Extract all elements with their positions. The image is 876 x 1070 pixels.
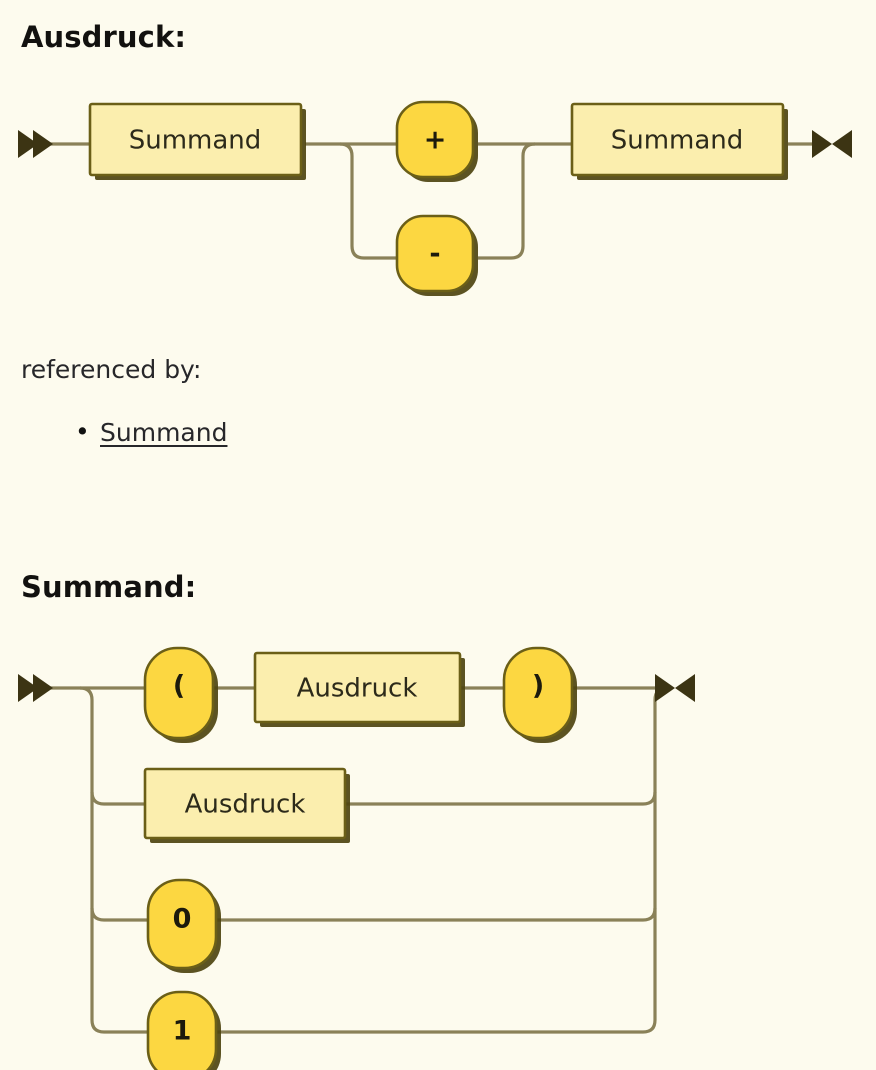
rail-left-tap-row2	[90, 791, 145, 806]
nonterminal-ausdruck-alternative[interactable]: Ausdruck	[143, 767, 350, 843]
railroad-diagram-ausdruck: Summand + - Summand	[18, 100, 852, 296]
terminal-minus[interactable]: -	[395, 214, 478, 296]
nonterminal-label: Summand	[129, 126, 262, 156]
terminal-label: -	[429, 239, 440, 270]
nonterminal-summand-left[interactable]: Summand	[88, 102, 306, 180]
terminal-lparen[interactable]: (	[143, 646, 218, 743]
end-marker-icon	[812, 130, 852, 158]
rail-left-tap-row3	[90, 907, 148, 922]
terminal-rparen[interactable]: )	[502, 646, 577, 743]
referenced-by-label: referenced by:	[21, 355, 202, 384]
terminal-label: 1	[173, 1016, 192, 1047]
rail-left-spine	[79, 686, 148, 1034]
rail-branch-down-left	[339, 142, 397, 260]
nonterminal-summand-right[interactable]: Summand	[570, 102, 788, 180]
nonterminal-label: Ausdruck	[185, 790, 306, 820]
rail-branch-down-right	[478, 142, 536, 260]
terminal-one[interactable]: 1	[146, 990, 221, 1070]
terminal-label: (	[173, 671, 185, 702]
terminal-plus[interactable]: +	[395, 100, 478, 182]
referenced-by-link-summand[interactable]: Summand	[100, 418, 228, 447]
nonterminal-label: Summand	[611, 126, 744, 156]
rail-right-tap-row3	[213, 907, 657, 922]
terminal-zero[interactable]: 0	[146, 878, 221, 973]
list-item: Summand	[75, 417, 228, 448]
rule-heading-summand: Summand:	[21, 570, 197, 604]
end-marker-icon	[655, 674, 695, 702]
rail-right-spine	[620, 686, 668, 1034]
start-marker-icon	[18, 130, 53, 158]
nonterminal-ausdruck-parenthesized[interactable]: Ausdruck	[253, 651, 465, 727]
rule-heading-ausdruck: Ausdruck:	[21, 20, 187, 54]
start-marker-icon	[18, 674, 53, 702]
terminal-label: +	[424, 125, 447, 156]
terminal-label: )	[532, 671, 544, 702]
rail-right-tap-row2	[345, 791, 657, 806]
terminal-label: 0	[173, 904, 192, 935]
railroad-diagram-summand: ( Ausdruck ) Ausdruck 0	[18, 646, 695, 1070]
nonterminal-label: Ausdruck	[297, 674, 418, 704]
referenced-by-list: Summand	[60, 417, 228, 448]
